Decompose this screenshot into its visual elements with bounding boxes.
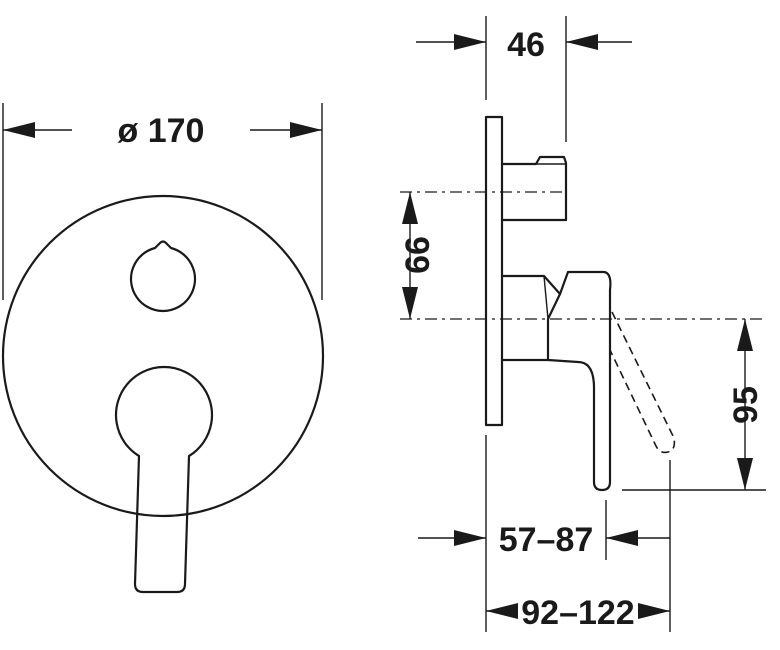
depth-range-1-label: 57–87 — [499, 521, 594, 559]
arrow-head — [638, 603, 670, 619]
arrow-head — [737, 458, 753, 490]
arrow-head — [402, 192, 418, 224]
arrow-head — [290, 122, 322, 138]
side-view — [484, 115, 676, 492]
arrow-head — [566, 34, 598, 50]
depth-range-2-dimension: 92–122 — [486, 460, 671, 632]
arrow-head — [454, 34, 486, 50]
diverter-knob — [129, 240, 197, 313]
lever-drop-dimension: 95 — [622, 319, 766, 491]
arrow-head — [454, 530, 486, 546]
arrow-head — [606, 530, 638, 546]
spacing-label: 66 — [399, 236, 437, 274]
depth-range-1-dimension: 57–87 — [418, 435, 670, 632]
cover-plate-profile — [484, 115, 504, 427]
arrow-head — [737, 319, 753, 351]
lever-alt-position — [609, 311, 676, 454]
lever-drop-label: 95 — [727, 386, 765, 424]
depth-range-2-label: 92–122 — [521, 594, 634, 632]
lever-arm-profile — [546, 270, 612, 492]
diameter-dimension: ø 170 — [2, 103, 323, 300]
arrow-head — [3, 122, 35, 138]
plate-depth-dimension: 46 — [416, 16, 632, 142]
arrow-head — [402, 287, 418, 319]
diameter-label: ø 170 — [118, 112, 205, 150]
plate-depth-label: 46 — [507, 26, 545, 64]
front-view — [1, 194, 325, 594]
spacing-dimension: 66 — [399, 192, 437, 319]
diverter-knob-profile — [500, 155, 568, 222]
cover-plate-outline — [1, 194, 325, 518]
lever-handle — [114, 365, 214, 594]
handle-body-profile — [500, 274, 562, 362]
arrow-head — [486, 603, 518, 619]
